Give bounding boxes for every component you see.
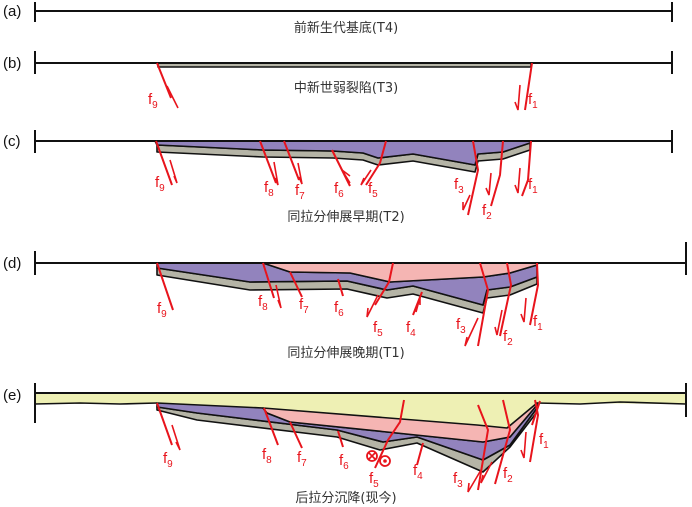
panel-label-e: (e) — [3, 387, 21, 404]
svg-text:f2: f2 — [482, 202, 492, 222]
panel-e: (e) f9 f8 f7 f6 f5 f4 — [3, 383, 687, 506]
panel-label-b: (b) — [3, 55, 21, 72]
svg-text:f8: f8 — [258, 293, 268, 313]
svg-text:f1: f1 — [539, 431, 549, 451]
svg-text:f7: f7 — [297, 449, 307, 469]
panel-label-d: (d) — [3, 255, 21, 272]
svg-text:f4: f4 — [413, 462, 423, 482]
panel-title-c: 同拉分伸展早期(T2) — [287, 210, 404, 225]
panel-title-b: 中新世弱裂陷(T3) — [294, 80, 398, 96]
svg-text:f3: f3 — [456, 316, 466, 336]
svg-text:f9: f9 — [157, 300, 167, 320]
yellow-layer — [35, 393, 686, 428]
fault-label-f1: f1 — [528, 91, 538, 111]
svg-text:f8: f8 — [264, 179, 274, 199]
panel-label-c: (c) — [3, 133, 21, 150]
panel-title-d: 同拉分伸展晚期(T1) — [287, 346, 404, 361]
svg-text:f4: f4 — [406, 319, 416, 339]
svg-text:f9: f9 — [155, 174, 165, 194]
svg-text:f2: f2 — [503, 465, 513, 485]
panel-title-a: 前新生代基底(T4) — [294, 20, 398, 36]
svg-text:f7: f7 — [299, 296, 309, 316]
fault-labels-e: f9 f8 f7 f6 f5 f4 f3 f2 f1 — [163, 431, 549, 490]
fault-labels-c: f9 f8 f7 f6 f5 f3 f2 f1 — [155, 174, 538, 222]
svg-text:f6: f6 — [334, 180, 344, 200]
svg-text:f5: f5 — [368, 180, 378, 200]
svg-text:f3: f3 — [453, 470, 463, 490]
svg-text:f6: f6 — [334, 299, 344, 319]
svg-text:f5: f5 — [373, 319, 383, 339]
panel-a: (a) 前新生代基底(T4) — [3, 2, 673, 36]
svg-text:f7: f7 — [295, 182, 305, 202]
fault-label-f9: f9 — [148, 91, 158, 111]
svg-text:f3: f3 — [454, 176, 464, 196]
fault-labels-d: f9 f8 f7 f6 f5 f4 f3 f2 f1 — [157, 293, 543, 348]
panel-label-a: (a) — [3, 3, 21, 20]
out-of-page-icon — [379, 455, 391, 467]
svg-text:f6: f6 — [339, 452, 349, 472]
svg-text:f1: f1 — [528, 176, 538, 196]
into-page-icon — [366, 450, 378, 462]
strike-slip-fault-f5 — [374, 399, 405, 469]
svg-text:f5: f5 — [369, 470, 379, 490]
svg-text:f8: f8 — [262, 446, 272, 466]
panel-title-e: 后拉分沉降(现今) — [295, 490, 396, 506]
svg-text:f1: f1 — [533, 313, 543, 333]
panel-d: (d) f9 f8 f7 f6 f5 f4 f3 f2 f1 同拉分伸展晚期(T… — [3, 242, 687, 361]
svg-text:f9: f9 — [163, 450, 173, 470]
panel-b: (b) 中新世弱裂陷(T3) f9 f1 — [3, 51, 673, 111]
panel-c: (c) f9 f8 f7 f6 f5 f3 f2 f1 同拉分伸展早期(T2) — [3, 130, 673, 225]
svg-text:f2: f2 — [503, 328, 513, 348]
fault-f1 — [524, 62, 533, 111]
fault-f9 — [156, 62, 172, 99]
